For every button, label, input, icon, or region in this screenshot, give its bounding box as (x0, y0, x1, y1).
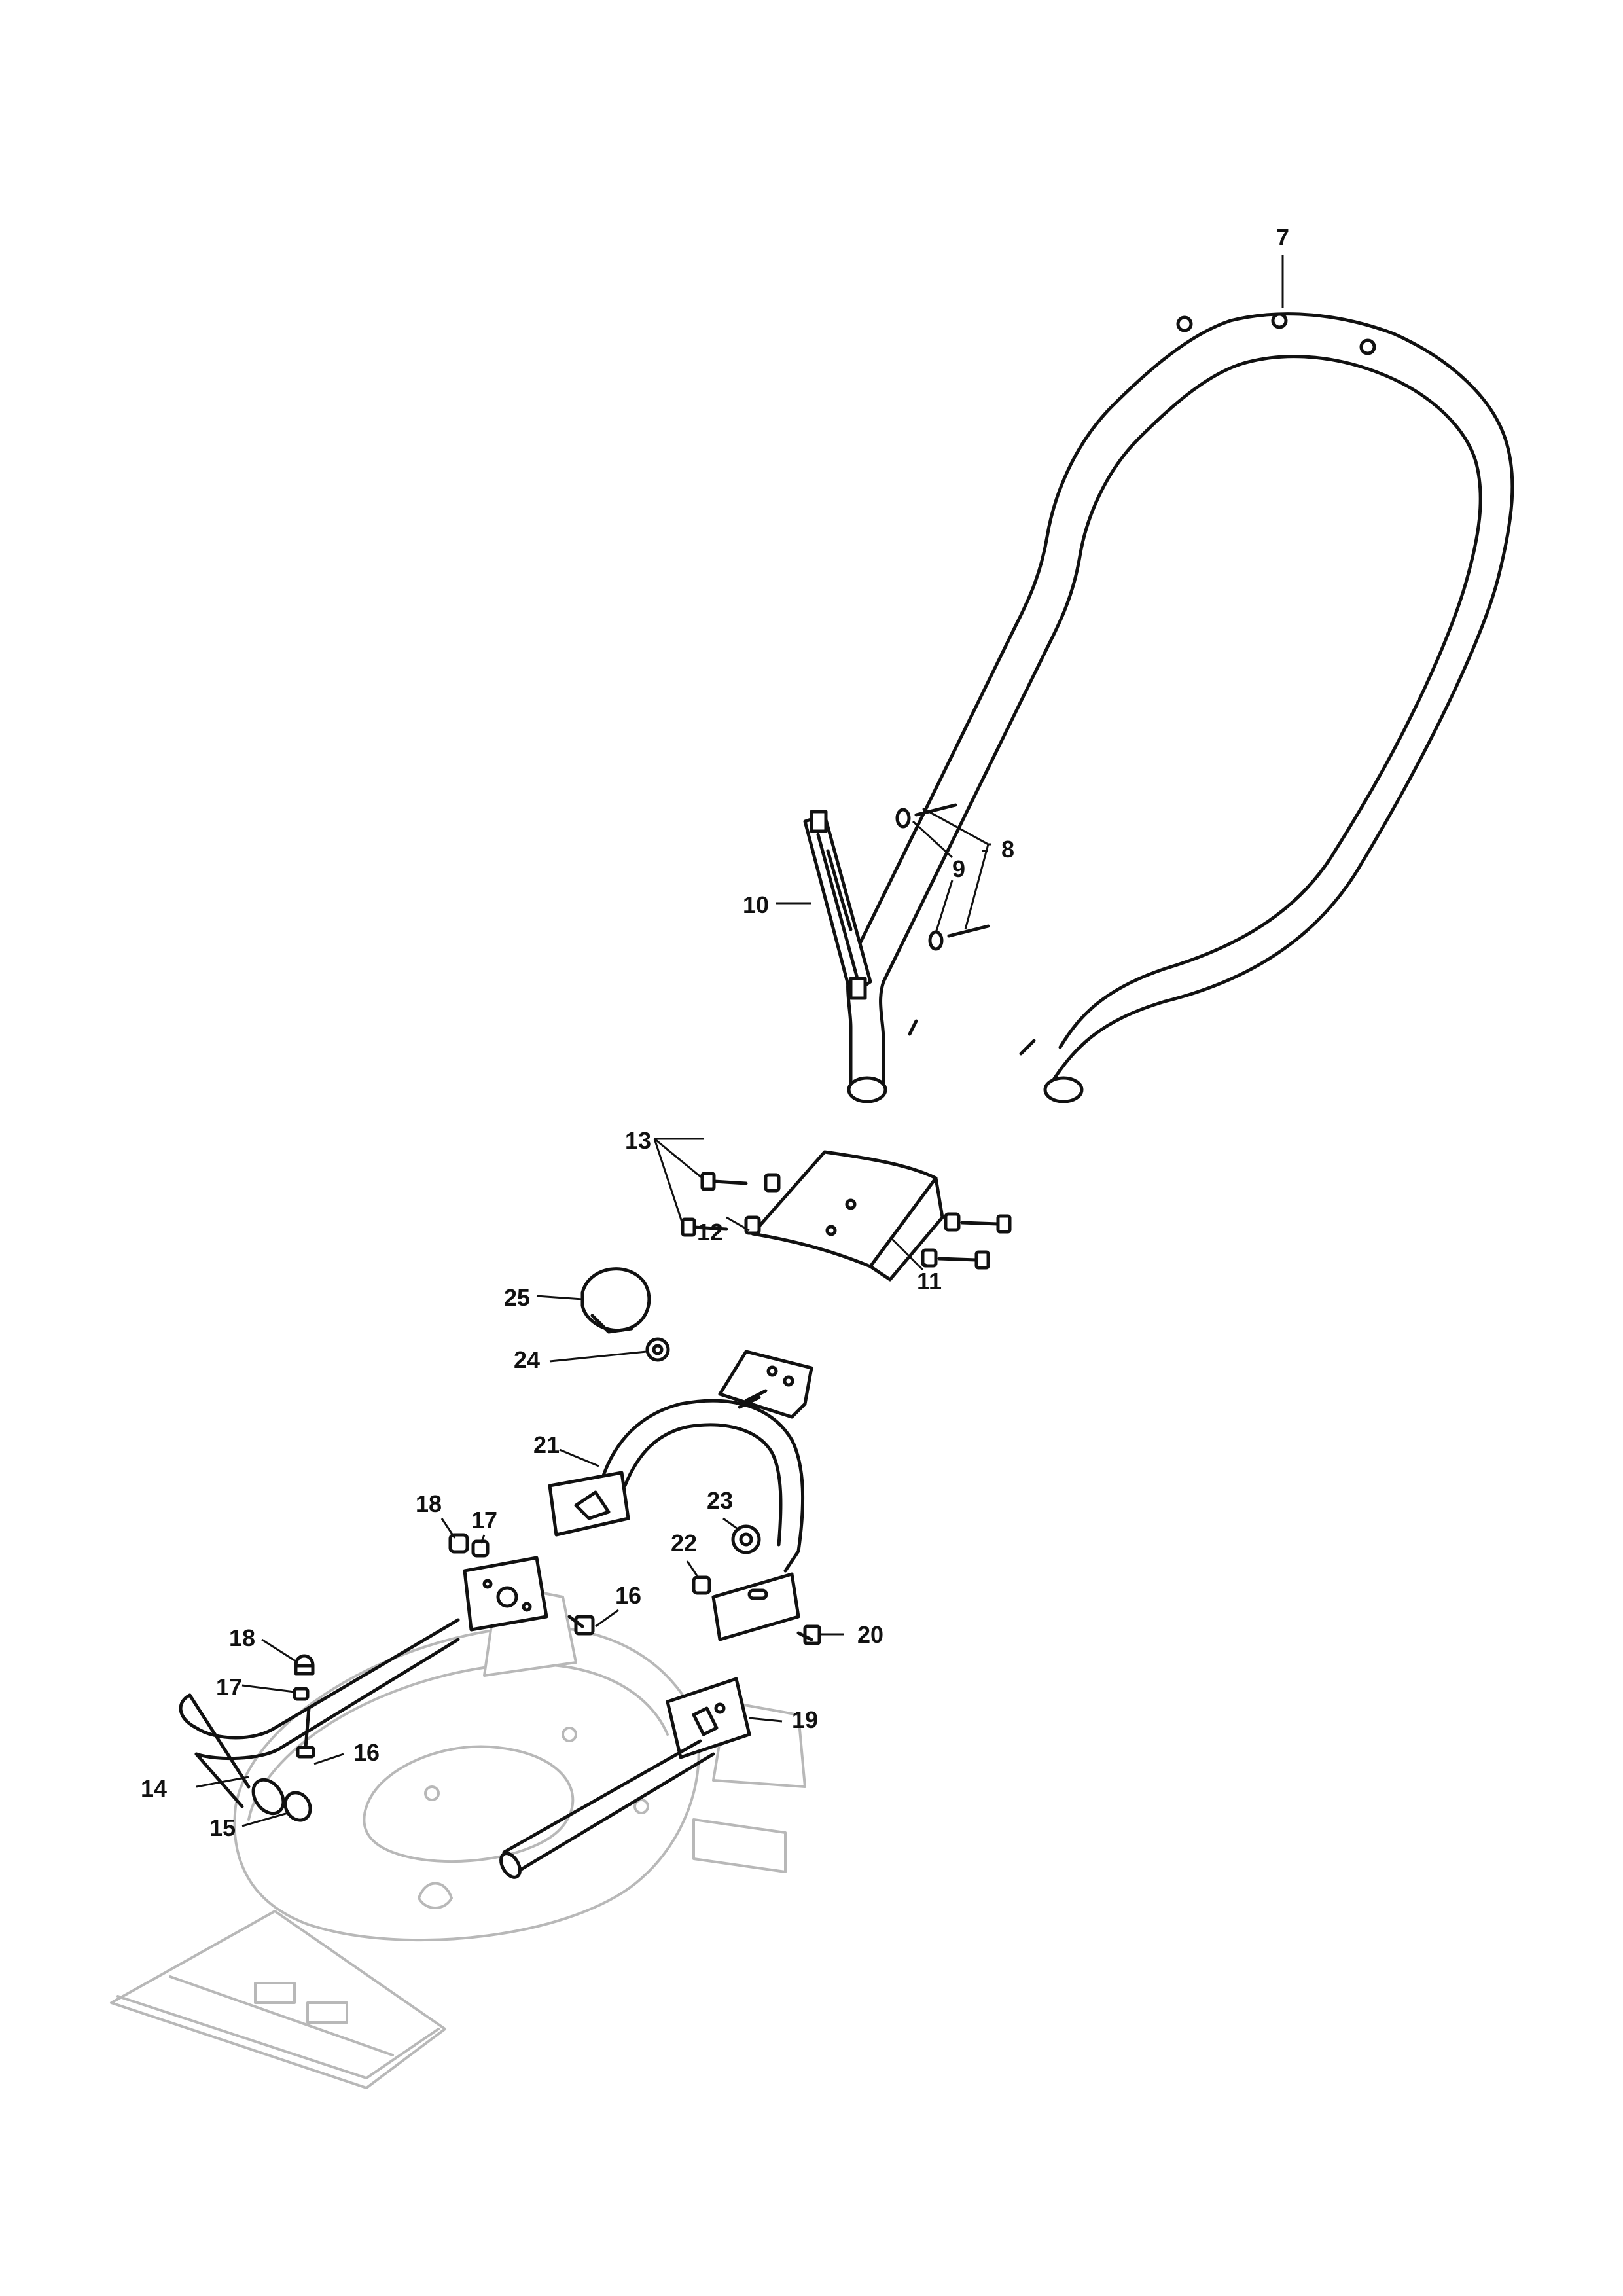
handle-bolts (914, 803, 990, 938)
callout-16-upper: 16 (615, 1582, 641, 1609)
lower-handle-frame (548, 1350, 813, 1641)
callout-20: 20 (857, 1621, 883, 1648)
callout-7: 7 (1276, 224, 1289, 251)
frame-nut (692, 1575, 711, 1595)
bracket-bolts (681, 1172, 1012, 1270)
callout-22: 22 (671, 1530, 697, 1556)
right-lower-arm (499, 1677, 751, 1879)
leader-lines (196, 255, 1284, 1827)
cable-clip (803, 810, 872, 1000)
callouts: 7 8 9 10 11 12 13 14 15 16 16 17 17 18 1… (141, 224, 1289, 1841)
callout-19: 19 (792, 1706, 818, 1733)
callout-18-upper: 18 (416, 1490, 442, 1517)
frame-spacer (731, 1524, 761, 1554)
callout-24: 24 (514, 1346, 540, 1373)
knob-washer (645, 1337, 670, 1362)
callout-8: 8 (1001, 836, 1014, 863)
callout-10: 10 (743, 891, 769, 918)
callout-21: 21 (533, 1431, 560, 1458)
callout-11: 11 (917, 1268, 942, 1295)
callout-13: 13 (625, 1127, 651, 1154)
callout-17-lower: 17 (216, 1674, 242, 1700)
bracket-nuts (744, 1173, 961, 1268)
callout-9: 9 (952, 855, 965, 882)
callout-18-lower: 18 (229, 1624, 255, 1651)
callout-17-upper: 17 (471, 1507, 497, 1534)
upper-handle (846, 312, 1514, 1103)
callout-16-lower: 16 (353, 1739, 380, 1766)
callout-23: 23 (707, 1487, 733, 1514)
arm-fasteners (293, 1533, 595, 1759)
callout-12: 12 (697, 1219, 723, 1246)
handle-knob (580, 1267, 651, 1334)
callout-25: 25 (504, 1284, 530, 1311)
callout-14: 14 (141, 1775, 167, 1802)
callout-15: 15 (209, 1814, 236, 1841)
left-lower-arm (179, 1556, 548, 1816)
frame-bolt (796, 1624, 821, 1645)
